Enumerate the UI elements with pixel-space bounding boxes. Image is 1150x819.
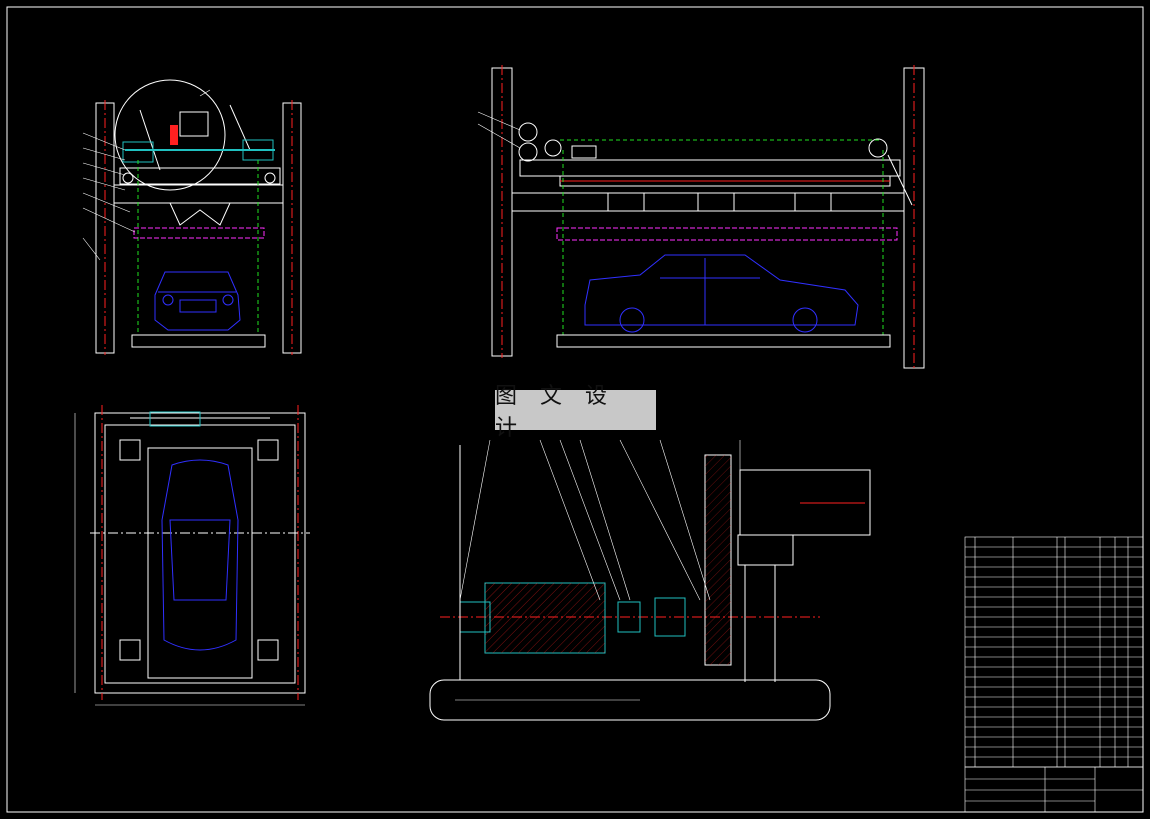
detail-circle	[114, 79, 226, 191]
watermark-text: 图 文 设 计	[495, 384, 615, 441]
lifting-chain	[556, 227, 898, 241]
car-front-view	[154, 271, 241, 331]
side-elevation-view	[82, 79, 302, 355]
lifting-chain	[133, 227, 265, 239]
parking-platform	[556, 334, 891, 348]
parking-platform	[131, 334, 266, 348]
title-block	[964, 766, 1144, 813]
car-top-view	[161, 459, 239, 651]
watermark-banner: 图 文 设 计	[495, 384, 656, 441]
front-elevation-view	[477, 65, 925, 370]
drawing-frame	[6, 6, 1144, 813]
drive-section-view	[429, 439, 871, 721]
car-side-view	[584, 254, 859, 333]
parts-list-rows	[965, 546, 1143, 758]
main-beam	[511, 192, 905, 212]
base-plate	[429, 679, 831, 721]
parts-list-table	[964, 536, 1144, 768]
plan-view	[74, 405, 310, 706]
upper-beam	[113, 184, 284, 204]
motor-reducer	[739, 469, 871, 536]
